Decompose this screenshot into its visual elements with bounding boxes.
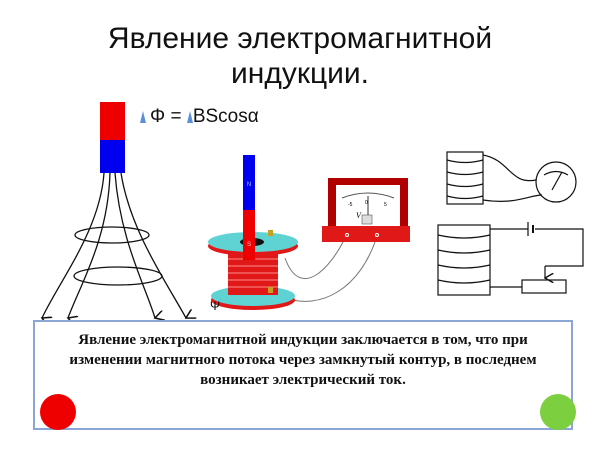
delta-triangle-icon	[140, 111, 146, 123]
prev-slide-button[interactable]	[40, 394, 76, 430]
mutual-induction-circuit	[437, 151, 584, 296]
meter-letter: V	[356, 211, 362, 220]
next-slide-button[interactable]	[540, 394, 576, 430]
flux-formula: Φ = BScosα	[140, 106, 259, 128]
definition-box: Явление электромагнитной индукции заключ…	[33, 320, 573, 430]
definition-text: Явление электромагнитной индукции заключ…	[69, 332, 537, 388]
svg-text:Ψ: Ψ	[210, 299, 220, 313]
magnet-label-north: N	[247, 182, 251, 188]
meter-scale-minus: -5	[348, 202, 353, 208]
bar-magnet-field-diagram	[42, 102, 186, 318]
field-lines	[42, 172, 186, 318]
coil-galvanometer-diagram: N S Ψ -5 0 5 V	[208, 155, 410, 313]
formula-right: BScosα	[192, 106, 259, 127]
meter-scale-plus: 5	[384, 202, 387, 208]
slide-title-line1: Явление электромагнитной	[107, 22, 493, 55]
meter-scale-zero: 0	[365, 200, 368, 206]
magnet-south-pole	[100, 140, 125, 173]
magnet-north-pole	[100, 102, 125, 140]
formula-left: Φ =	[150, 106, 182, 127]
slide-title-line2: индукции.	[231, 57, 369, 90]
magnet-label-south: S	[247, 242, 251, 248]
delta-triangle-icon	[186, 111, 193, 123]
